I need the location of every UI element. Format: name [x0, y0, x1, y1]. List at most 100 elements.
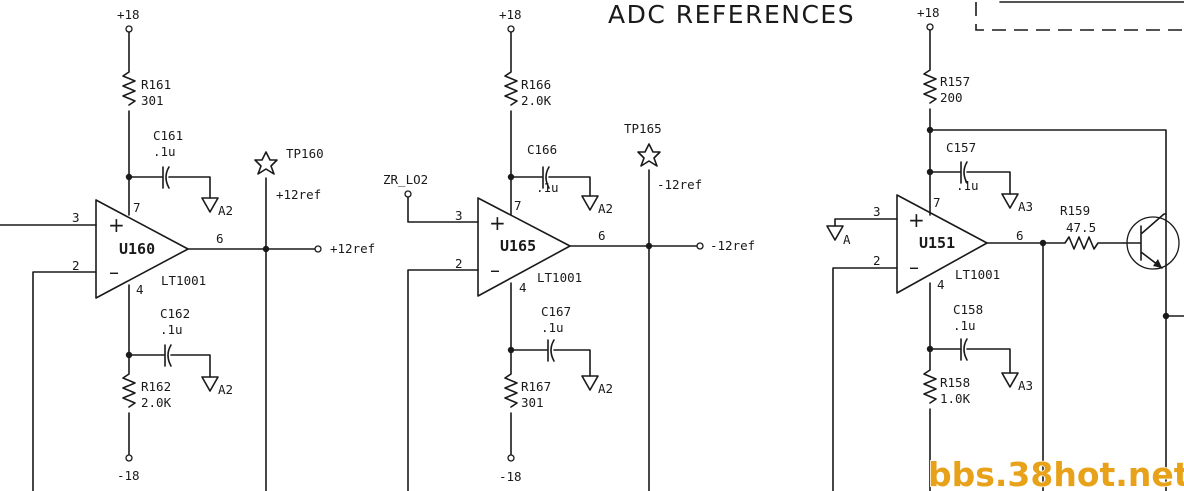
- pin-2-label: 2: [873, 253, 881, 268]
- ground-a2-icon: [581, 195, 599, 211]
- pin-6-label: 6: [216, 231, 224, 246]
- test-point-net-label: +12ref: [276, 187, 321, 202]
- pin-7-label: 7: [933, 195, 941, 210]
- feedback-wire: [407, 269, 479, 491]
- resistor-r158-value: 1.0K: [940, 391, 971, 406]
- capacitor-c167: [510, 339, 591, 377]
- input-terminal: [404, 190, 412, 198]
- resistor-r162-value: 2.0K: [141, 395, 172, 410]
- resistor-r166-value: 2.0K: [521, 93, 552, 108]
- resistor-r161: [122, 31, 136, 216]
- supply-plus18-label: +18: [117, 7, 140, 22]
- ground-a2-icon: [581, 375, 599, 391]
- opamp-minus-sign: –: [490, 258, 500, 282]
- supply-terminal: [125, 454, 133, 462]
- capacitor-c166: [510, 166, 591, 197]
- opamp-minus-sign: –: [909, 255, 919, 279]
- capacitor-c166-label: C166: [527, 142, 557, 157]
- test-point-tp165-icon: [637, 143, 661, 167]
- ground-label: A2: [218, 203, 233, 218]
- ground-a2-icon: [201, 197, 219, 213]
- resistor-r158: [923, 282, 937, 491]
- capacitor-c167-label: C167: [541, 304, 571, 319]
- supply-plus18-label: +18: [917, 5, 940, 20]
- capacitor-c166-value: .1u: [536, 180, 559, 195]
- resistor-r157-value: 200: [940, 90, 963, 105]
- capacitor-c158-value: .1u: [953, 318, 976, 333]
- capacitor-c157-value: .1u: [956, 178, 979, 193]
- pin-4-label: 4: [136, 282, 144, 297]
- supply-terminal: [125, 25, 133, 33]
- capacitor-c158: [929, 338, 1011, 374]
- opamp-u151-icon: [896, 194, 988, 294]
- ground-a-icon: [826, 225, 844, 241]
- capacitor-c161-label: C161: [153, 128, 183, 143]
- pin-4-label: 4: [937, 277, 945, 292]
- opamp-u165-label: U165: [500, 237, 536, 255]
- sheet-border-dashed: [975, 2, 1184, 31]
- opamp-u160-icon: [95, 199, 189, 299]
- capacitor-c162-label: C162: [160, 306, 190, 321]
- ground-a2-icon: [201, 376, 219, 392]
- stage-u151: +18 R157 200 A3 C157 .1u + – U151 LT1001…: [826, 5, 1184, 491]
- resistor-r166-label: R166: [521, 77, 551, 92]
- pin-2-label: 2: [455, 256, 463, 271]
- resistor-r157: [923, 29, 937, 216]
- diagram-title: ADC REFERENCES: [608, 0, 855, 29]
- capacitor-c161: [128, 166, 211, 199]
- resistor-r167-value: 301: [521, 395, 544, 410]
- test-point-net-label: -12ref: [657, 177, 702, 192]
- test-point-tp160-icon: [254, 151, 278, 175]
- resistor-r161-value: 301: [141, 93, 164, 108]
- supply-terminal: [507, 454, 515, 462]
- opamp-u165-part: LT1001: [537, 270, 582, 285]
- opamp-plus-sign: +: [108, 213, 125, 237]
- pin-3-label: 3: [455, 208, 463, 223]
- stage-u160: +18 R161 301 A2 C161 .1u + – U160 LT1001…: [0, 7, 375, 491]
- input-net-label: ZR_LO2: [383, 172, 428, 187]
- feedback-wire: [32, 271, 97, 491]
- output-net-label: -12ref: [710, 238, 755, 253]
- opamp-minus-sign: –: [109, 260, 119, 284]
- supply-minus18-label: -18: [499, 469, 522, 484]
- capacitor-c162-value: .1u: [160, 322, 183, 337]
- transistor-arrow-icon: [1153, 259, 1162, 268]
- transistor-leads: [1123, 213, 1167, 269]
- capacitor-c167-value: .1u: [541, 320, 564, 335]
- feedback-wire: [832, 267, 898, 491]
- supply-plus18-label: +18: [499, 7, 522, 22]
- stage-u165: +18 R166 2.0K A2 C166 .1u + – U165 LT100…: [383, 7, 755, 491]
- opamp-u165-icon: [477, 197, 571, 297]
- ground-label: A3: [1018, 378, 1033, 393]
- pin-3-label: 3: [873, 204, 881, 219]
- ground-label: A2: [598, 201, 613, 216]
- resistor-r159-label: R159: [1060, 203, 1090, 218]
- output-terminal: [696, 242, 704, 250]
- pin-3-label: 3: [72, 210, 80, 225]
- ground-a3-icon: [1001, 372, 1019, 388]
- resistor-r161-label: R161: [141, 77, 171, 92]
- test-point-tp165-label: TP165: [624, 121, 662, 136]
- opamp-u160-part: LT1001: [161, 273, 206, 288]
- resistor-r162: [122, 284, 136, 456]
- pin-4-label: 4: [519, 280, 527, 295]
- resistor-r162-label: R162: [141, 379, 171, 394]
- pin-6-label: 6: [1016, 228, 1024, 243]
- ground-label: A2: [218, 382, 233, 397]
- capacitor-c158-label: C158: [953, 302, 983, 317]
- output-terminal: [314, 245, 322, 253]
- supply-minus18-label: -18: [117, 468, 140, 483]
- capacitor-c162: [128, 344, 211, 378]
- supply-rail-wire: [929, 129, 1167, 491]
- capacitor-c157-label: C157: [946, 140, 976, 155]
- pin-2-label: 2: [72, 258, 80, 273]
- opamp-plus-sign: +: [489, 211, 506, 235]
- input-wire: [834, 218, 898, 227]
- pin-7-label: 7: [514, 198, 522, 213]
- ground-label: A3: [1018, 199, 1033, 214]
- opamp-u151-part: LT1001: [955, 267, 1000, 282]
- resistor-r167-label: R167: [521, 379, 551, 394]
- test-point-tp160-label: TP160: [286, 146, 324, 161]
- resistor-r167: [504, 282, 518, 456]
